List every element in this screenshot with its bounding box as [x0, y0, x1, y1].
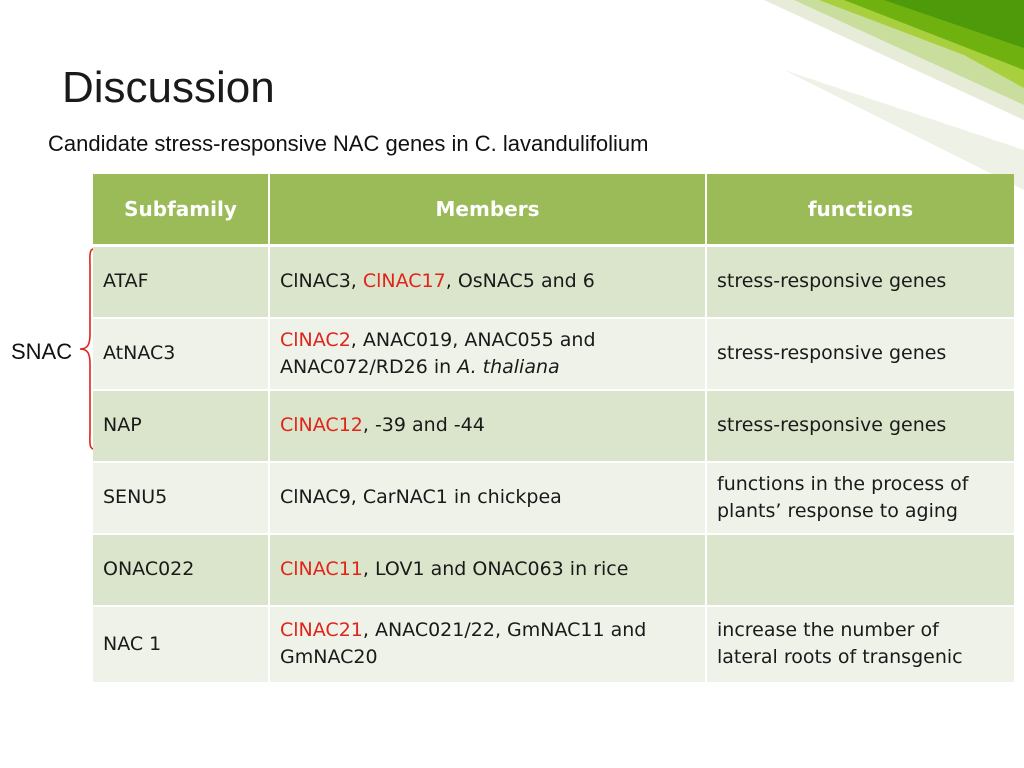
- header-subfamily: Subfamily: [93, 174, 270, 247]
- cell-functions: stress-responsive genes: [706, 245, 1014, 319]
- member-text: , ANAC021/22, GmNAC11 and GmNAC20: [280, 619, 647, 668]
- cell-subfamily: NAP: [93, 389, 270, 463]
- corner-leaf-decoration: [764, 0, 1024, 190]
- page-subtitle: Candidate stress-responsive NAC genes in…: [48, 131, 649, 156]
- member-text: ClNAC9, CarNAC1 in chickpea: [280, 486, 562, 509]
- highlighted-gene: ClNAC21: [280, 619, 363, 642]
- cell-members: ClNAC12, -39 and -44: [269, 389, 707, 463]
- table-row: SENU5 ClNAC9, CarNAC1 in chickpea function…: [93, 461, 1014, 535]
- member-text: , OsNAC5 and 6: [445, 270, 595, 293]
- member-text: , LOV1 and ONAC063 in rice: [362, 558, 629, 581]
- snac-group-label: SNAC: [11, 339, 73, 364]
- cell-members: ClNAC2, ANAC019, ANAC055 and ANAC072/RD2…: [269, 317, 707, 391]
- member-text: ClNAC3,: [280, 270, 363, 293]
- highlighted-gene: ClNAC2: [280, 328, 351, 351]
- page-title: Discussion: [62, 63, 275, 112]
- cell-subfamily: AtNAC3: [93, 317, 270, 391]
- cell-functions: stress-responsive genes: [706, 389, 1014, 463]
- cell-members: ClNAC3, ClNAC17, OsNAC5 and 6: [269, 245, 707, 319]
- member-text: , ANAC019, ANAC055 and ANAC072/RD26 in: [280, 328, 596, 378]
- cell-subfamily: NAC 1: [93, 605, 270, 684]
- cell-members: ClNAC9, CarNAC1 in chickpea: [269, 461, 707, 535]
- cell-subfamily: SENU5: [93, 461, 270, 535]
- cell-members: ClNAC11, LOV1 and ONAC063 in rice: [269, 533, 707, 607]
- member-text: , -39 and -44: [362, 414, 485, 437]
- cell-functions: [706, 533, 1014, 607]
- header-functions: functions: [706, 174, 1014, 247]
- cell-subfamily: ONAC022: [93, 533, 270, 607]
- table-header-row: Subfamily Members functions: [93, 174, 1014, 247]
- cell-functions: increase the number of lateral roots of …: [706, 605, 1014, 684]
- member-text: A. thaliana: [457, 355, 560, 378]
- cell-functions: functions in the process of plants’ resp…: [706, 461, 1014, 535]
- cell-functions: stress-responsive genes: [706, 317, 1014, 391]
- highlighted-gene: ClNAC11: [280, 558, 363, 581]
- snac-brace: [79, 247, 99, 451]
- cell-subfamily: ATAF: [93, 245, 270, 319]
- highlighted-gene: ClNAC12: [280, 414, 363, 437]
- cell-members: ClNAC21, ANAC021/22, GmNAC11 and GmNAC20: [269, 605, 707, 684]
- highlighted-gene: ClNAC17: [362, 270, 446, 293]
- header-members: Members: [269, 174, 707, 247]
